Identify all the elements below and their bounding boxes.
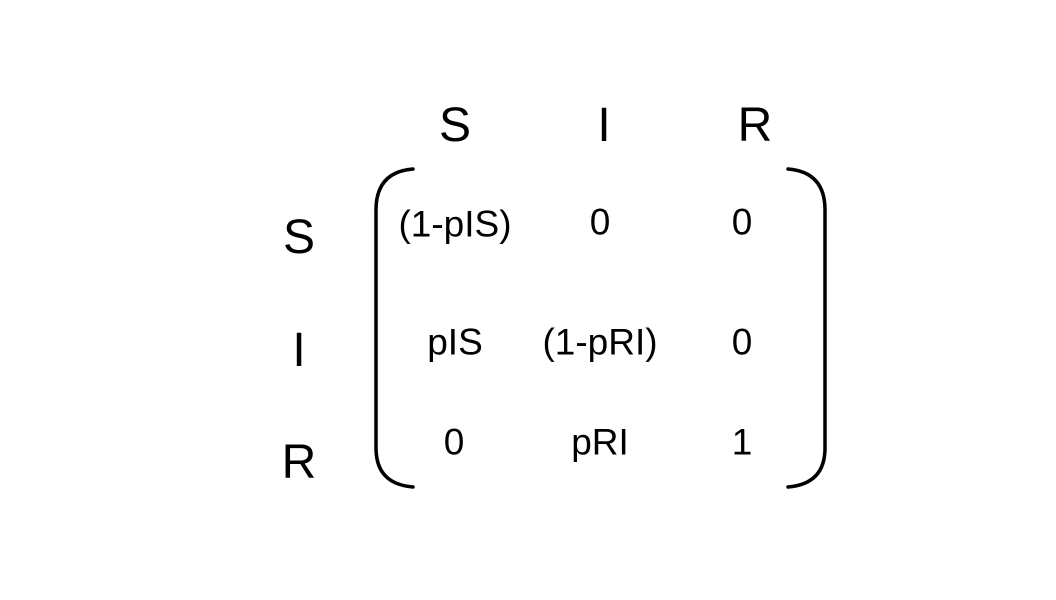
- matrix-cell-r-s: 0: [443, 421, 465, 463]
- matrix-cell-r-i: pRI: [571, 421, 629, 463]
- column-header-i: I: [597, 99, 611, 152]
- column-header-s: S: [438, 99, 472, 152]
- row-header-r: R: [281, 436, 317, 489]
- row-header-s: S: [282, 211, 316, 264]
- matrix-cell-r-r: 1: [731, 421, 753, 463]
- matrix-cell-s-s: (1-pIS): [398, 203, 512, 245]
- matrix-cell-i-s: pIS: [427, 321, 483, 363]
- row-header-i: I: [292, 324, 306, 377]
- matrix-cell-s-i: 0: [589, 201, 611, 243]
- column-header-r: R: [737, 99, 773, 152]
- matrix-cell-i-r: 0: [731, 321, 753, 363]
- matrix-cell-i-i: (1-pRI): [542, 321, 658, 363]
- matrix-cell-s-r: 0: [731, 201, 753, 243]
